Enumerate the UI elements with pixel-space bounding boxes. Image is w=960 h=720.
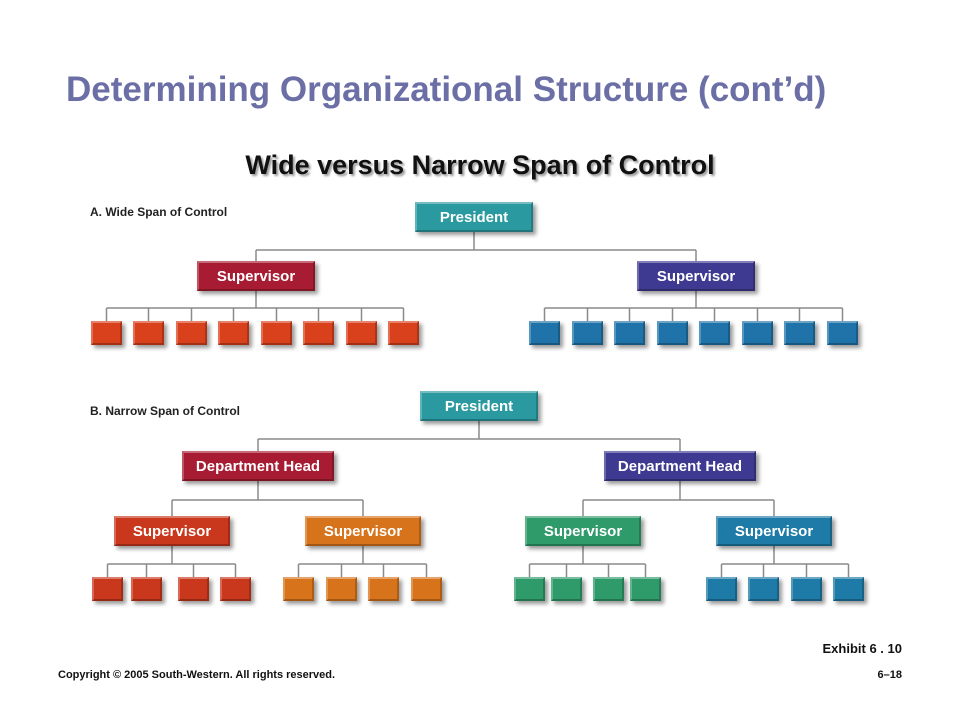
wide-blue-box-6 [742, 321, 773, 345]
narrow-supervisor-node-1: Supervisor [114, 516, 230, 546]
narrow-green-box-2 [551, 577, 582, 601]
narrow-orange-box-1 [283, 577, 314, 601]
narrow-green-box-1 [514, 577, 545, 601]
wide-blue-box-2 [572, 321, 603, 345]
wide-blue-box-1 [529, 321, 560, 345]
wide-blue-box-5 [699, 321, 730, 345]
narrow-president-label: President [444, 397, 514, 415]
narrow-red-box-1 [92, 577, 123, 601]
narrow-orange-box-2 [326, 577, 357, 601]
wide-supervisor-right-label: Supervisor [656, 267, 736, 285]
narrow-red-box-2 [131, 577, 162, 601]
narrow-steel-box-2 [748, 577, 779, 601]
wide-blue-box-4 [657, 321, 688, 345]
dept-head-right-label: Department Head [617, 457, 743, 475]
exhibit-label: Exhibit 6 . 10 [822, 641, 902, 656]
narrow-span-label: B. Narrow Span of Control [90, 404, 240, 418]
narrow-supervisor-node-2: Supervisor [305, 516, 421, 546]
narrow-steel-box-4 [833, 577, 864, 601]
wide-red-box-7 [346, 321, 377, 345]
narrow-supervisor-label-3: Supervisor [543, 522, 623, 540]
wide-red-box-3 [176, 321, 207, 345]
narrow-supervisor-label-2: Supervisor [323, 522, 403, 540]
narrow-supervisor-label-4: Supervisor [734, 522, 814, 540]
diagram-subtitle: Wide versus Narrow Span of Control [245, 150, 715, 180]
wide-red-box-8 [388, 321, 419, 345]
wide-red-box-5 [261, 321, 292, 345]
wide-president-label: President [439, 208, 509, 226]
narrow-steel-box-3 [791, 577, 822, 601]
wide-supervisor-right-node: Supervisor [637, 261, 755, 291]
narrow-supervisor-node-3: Supervisor [525, 516, 641, 546]
wide-supervisor-left-label: Supervisor [216, 267, 296, 285]
narrow-red-box-4 [220, 577, 251, 601]
page-number: 6–18 [877, 669, 902, 681]
wide-span-label: A. Wide Span of Control [90, 205, 228, 219]
narrow-green-box-3 [593, 577, 624, 601]
narrow-red-box-3 [178, 577, 209, 601]
dept-head-right-node: Department Head [604, 451, 756, 481]
narrow-orange-box-3 [368, 577, 399, 601]
wide-blue-box-7 [784, 321, 815, 345]
slide-title: Determining Organizational Structure (co… [66, 70, 827, 109]
wide-red-box-1 [91, 321, 122, 345]
wide-red-box-6 [303, 321, 334, 345]
narrow-steel-box-1 [706, 577, 737, 601]
wide-blue-box-8 [827, 321, 858, 345]
wide-red-box-4 [218, 321, 249, 345]
wide-president-node: President [415, 202, 533, 232]
wide-supervisor-left-node: Supervisor [197, 261, 315, 291]
narrow-orange-box-4 [411, 577, 442, 601]
dept-head-left-node: Department Head [182, 451, 334, 481]
dept-head-left-label: Department Head [195, 457, 321, 475]
narrow-green-box-4 [630, 577, 661, 601]
narrow-president-node: President [420, 391, 538, 421]
narrow-supervisor-label-1: Supervisor [132, 522, 212, 540]
wide-red-box-2 [133, 321, 164, 345]
copyright-text: Copyright © 2005 South-Western. All righ… [58, 669, 336, 681]
wide-blue-box-3 [614, 321, 645, 345]
narrow-supervisor-node-4: Supervisor [716, 516, 832, 546]
